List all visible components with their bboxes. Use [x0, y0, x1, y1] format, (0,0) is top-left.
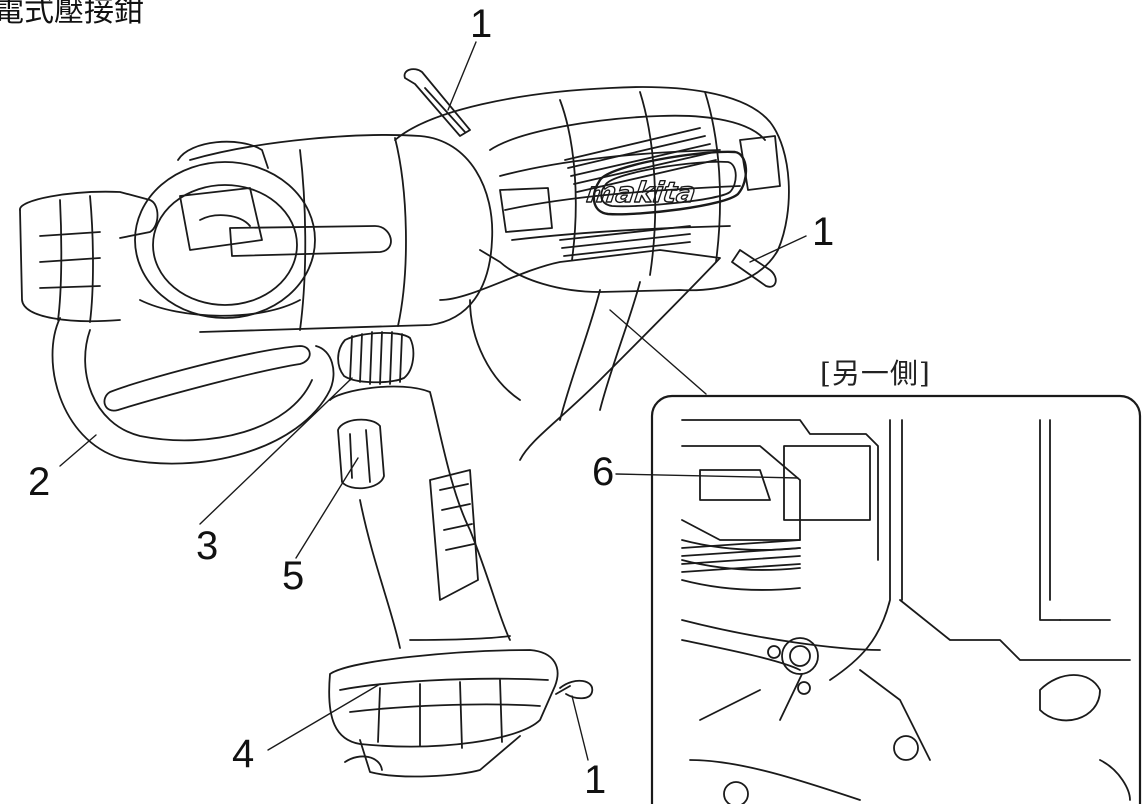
barrel — [189, 134, 494, 333]
callout-1-right: 1 — [812, 210, 835, 254]
hook-clip-top — [403, 68, 471, 137]
inset-detail — [681, 419, 1131, 804]
callout-3: 3 — [196, 524, 219, 568]
logo-badge — [592, 150, 748, 216]
callout-4: 4 — [232, 732, 255, 776]
hook-clip-right — [731, 249, 777, 288]
page-title: 電式壓接鉗 — [0, 0, 144, 29]
inset-box — [615, 394, 1142, 804]
callout-5: 5 — [282, 554, 305, 598]
brand-logo-text: makita — [585, 176, 698, 209]
inset-label: [另一側] — [820, 357, 931, 390]
leader-lines — [59, 41, 807, 761]
callout-1-top: 1 — [470, 2, 493, 46]
release-dial — [337, 331, 415, 385]
trigger — [337, 418, 385, 490]
crimp-head — [19, 140, 316, 323]
motor-housing — [394, 86, 790, 293]
callout-6: 6 — [592, 450, 615, 494]
handle — [329, 249, 721, 649]
battery-base — [328, 649, 559, 778]
hook-clip-bottom — [555, 679, 594, 700]
frame-loop — [51, 317, 335, 465]
callout-1-bottom: 1 — [584, 758, 607, 802]
callout-2: 2 — [28, 460, 51, 504]
